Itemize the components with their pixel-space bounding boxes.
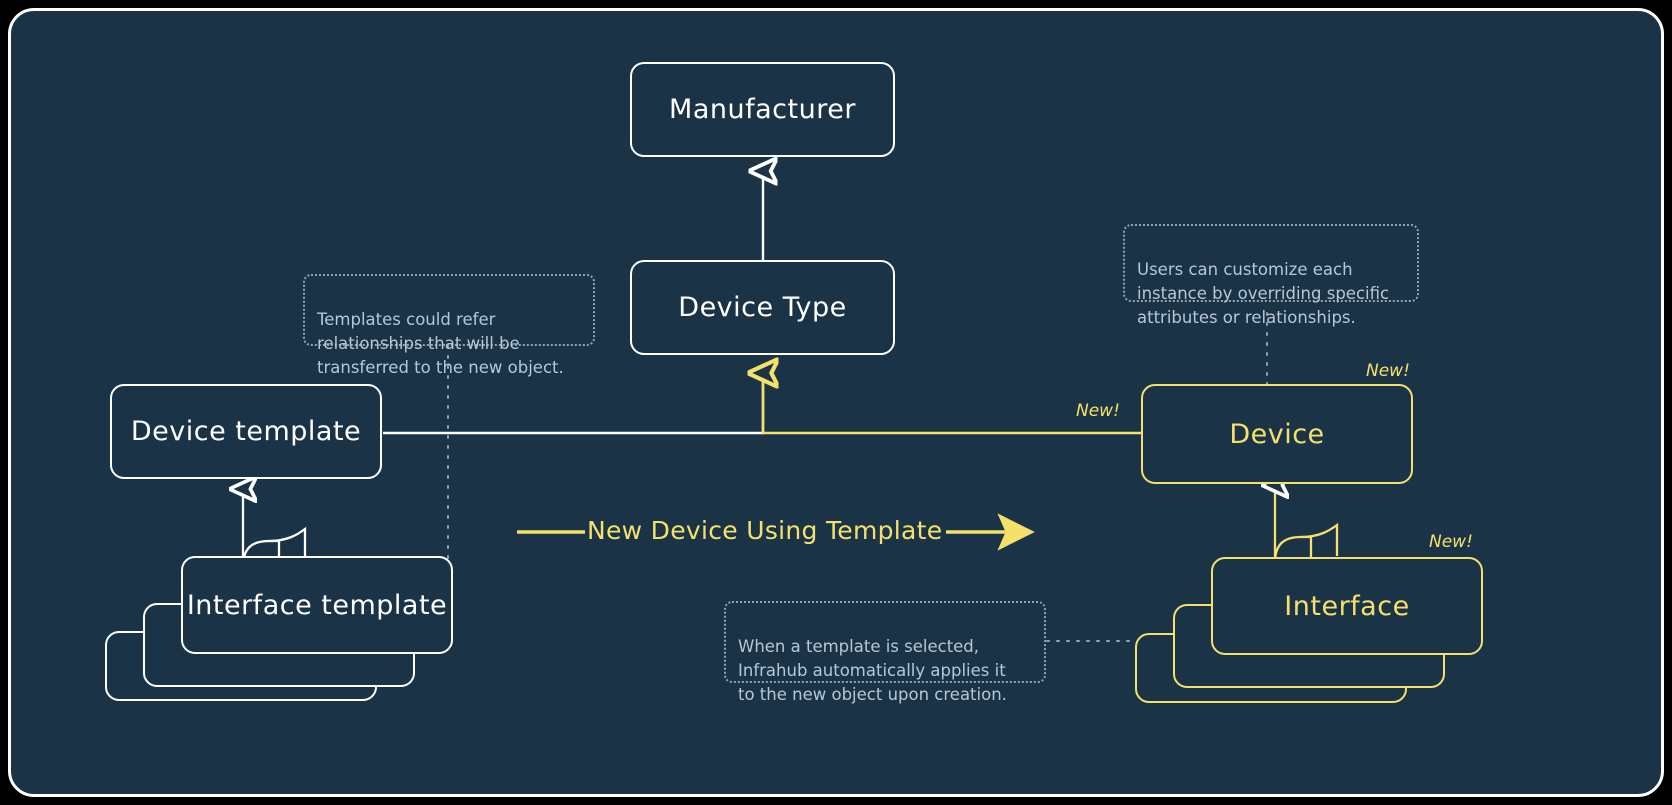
badge-device-link-new-label: New! xyxy=(1076,401,1120,421)
node-device-label: Device xyxy=(1229,418,1325,450)
node-manufacturer[interactable]: Manufacturer xyxy=(630,62,895,157)
note-users-customize-text: Users can customize each instance by ove… xyxy=(1137,259,1390,327)
badge-device-link-new: New! xyxy=(1076,401,1120,421)
node-interface-label: Interface xyxy=(1284,590,1410,622)
note-templates-refer-text: Templates could refer relationships that… xyxy=(317,309,564,377)
badge-interface-new: New! xyxy=(1429,532,1473,552)
flow-label-text: New Device Using Template xyxy=(587,516,943,545)
node-device[interactable]: Device xyxy=(1141,384,1413,484)
diagram-canvas: Manufacturer Device Type Device template… xyxy=(8,8,1664,797)
note-template-selected: When a template is selected, Infrahub au… xyxy=(724,601,1046,704)
node-interface-template-label: Interface template xyxy=(186,589,448,621)
node-device-template-label: Device template xyxy=(130,416,362,447)
node-manufacturer-label: Manufacturer xyxy=(669,94,856,125)
edge-device-to-devicetype xyxy=(763,373,1141,435)
node-device-template[interactable]: Device template xyxy=(110,384,382,479)
diagram-connectors xyxy=(11,11,1339,642)
edge-interface-to-device xyxy=(1275,485,1339,564)
badge-device-new-label: New! xyxy=(1366,361,1410,381)
node-interface[interactable]: Interface xyxy=(1211,557,1483,655)
flow-label: New Device Using Template xyxy=(587,516,942,545)
badge-interface-new-label: New! xyxy=(1429,532,1473,552)
node-device-type-label: Device Type xyxy=(678,292,847,323)
edge-devicetemplate-to-devicetype xyxy=(383,379,765,435)
note-users-customize: Users can customize each instance by ove… xyxy=(1123,224,1419,327)
node-device-type[interactable]: Device Type xyxy=(630,260,895,355)
note-template-selected-text: When a template is selected, Infrahub au… xyxy=(738,636,1007,704)
badge-device-new: New! xyxy=(1366,361,1410,381)
node-interface-template[interactable]: Interface template xyxy=(181,556,453,654)
note-templates-refer: Templates could refer relationships that… xyxy=(303,274,595,377)
